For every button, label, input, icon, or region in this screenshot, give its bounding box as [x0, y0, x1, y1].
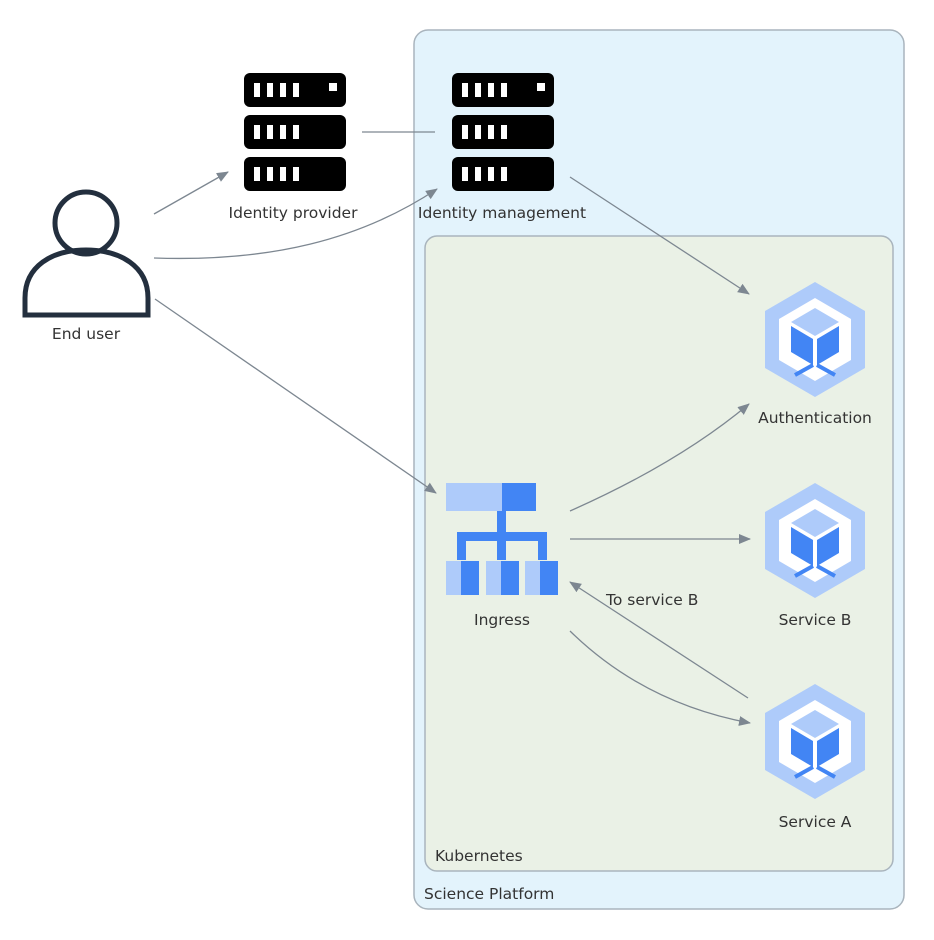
edge-user-to-identity-management: [153, 188, 438, 260]
identity-management-server-icon: [452, 73, 554, 191]
edge-ingress-to-authentication: [569, 403, 750, 512]
kubernetes-cluster-label: Kubernetes: [435, 847, 523, 865]
to-service-b-edge-label: To service B: [606, 591, 699, 609]
authentication-label: Authentication: [758, 409, 872, 427]
edge-identity-management-to-authentication: [569, 176, 750, 295]
edge-user-to-identity-provider: [153, 171, 229, 215]
edge-ingress-to-service-a: [569, 630, 751, 726]
edge-service-a-to-ingress: [569, 581, 749, 699]
ingress-label: Ingress: [474, 611, 530, 629]
service-a-label: Service A: [778, 813, 852, 831]
identity-provider-server-icon: [244, 73, 346, 191]
identity-provider-label: Identity provider: [228, 204, 358, 222]
science-platform-cluster-label: Science Platform: [424, 885, 555, 903]
end-user-label: End user: [51, 325, 121, 343]
identity-management-label: Identity management: [417, 204, 587, 222]
service-b-label: Service B: [778, 611, 852, 629]
user-icon: [22, 189, 151, 318]
edge-user-to-ingress: [154, 298, 437, 494]
